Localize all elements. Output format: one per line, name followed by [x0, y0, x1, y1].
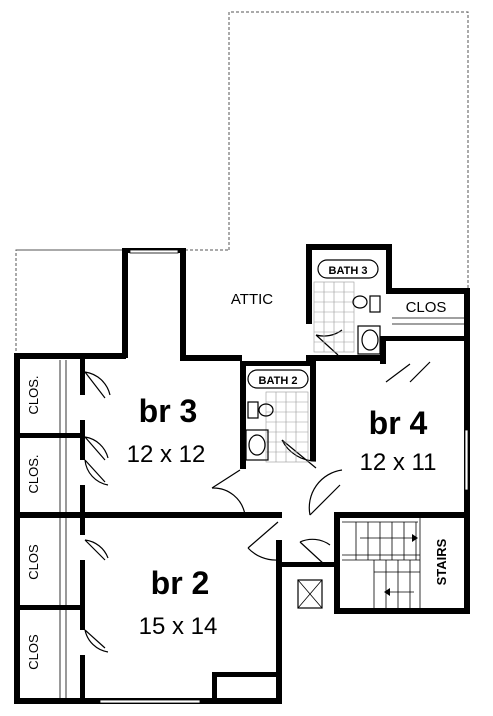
bath2-label: BATH 2	[259, 375, 298, 387]
br2-dims: 15 x 14	[139, 613, 218, 640]
bath2-label-oval	[247, 369, 309, 389]
bath3-tiles	[313, 281, 381, 355]
clos-label-4: CLOS	[26, 634, 41, 670]
attic-label: ATTIC	[231, 291, 273, 308]
br3-name: br 3	[139, 393, 198, 429]
bath3-label-oval	[317, 259, 379, 279]
br2-name: br 2	[151, 565, 210, 601]
stairs-label: STAIRS	[434, 538, 449, 585]
windows	[99, 249, 469, 704]
bath3-label: BATH 3	[329, 265, 368, 277]
br4-name: br 4	[369, 405, 428, 441]
duct-box	[297, 579, 323, 609]
stairs-treads	[342, 518, 421, 608]
clos-label-1: CLOS.	[26, 375, 41, 414]
bath2-tiles	[245, 391, 309, 463]
clos-label-2: CLOS.	[26, 454, 41, 493]
doors	[84, 329, 431, 653]
br3-dims: 12 x 12	[127, 441, 206, 468]
clos-br4-label: CLOS	[406, 299, 447, 316]
clos-label-3: CLOS	[26, 544, 41, 580]
br4-dims: 12 x 11	[360, 449, 437, 476]
closet-rods	[59, 317, 464, 698]
